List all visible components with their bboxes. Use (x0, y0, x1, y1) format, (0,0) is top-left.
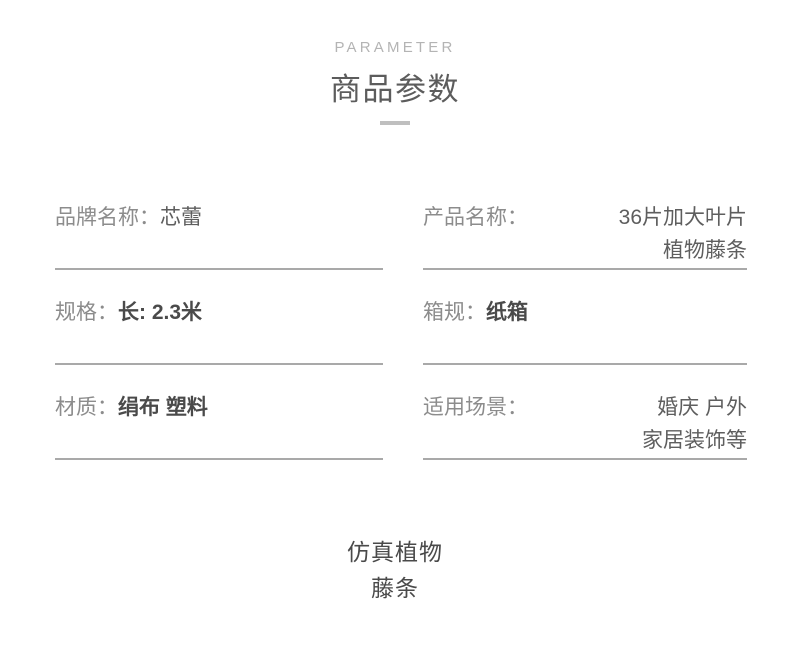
parameter-value-line: 纸箱 (486, 301, 528, 324)
parameter-cell-product-name: 产品名称： 36片加大叶片 植物藤条 (395, 188, 790, 283)
parameter-cell-carton-spec: 箱规： 纸箱 (395, 283, 790, 378)
parameter-row: 箱规： 纸箱 (423, 283, 747, 329)
parameter-value-line: 长: 2.3米 (118, 301, 203, 324)
parameter-value: 纸箱 (486, 296, 528, 329)
parameter-value-line: 婚庆 户外 (657, 396, 747, 419)
parameter-value: 绢布 塑料 (118, 391, 208, 424)
parameter-cell-material: 材质： 绢布 塑料 (0, 378, 395, 473)
parameter-label: 适用场景： (423, 396, 528, 419)
parameter-row: 品牌名称： 芯蕾 (55, 188, 383, 234)
parameter-divider (55, 458, 383, 460)
parameter-row: 适用场景： 婚庆 户外 家居装饰等 (423, 378, 747, 457)
parameter-label: 箱规： (423, 301, 486, 324)
parameter-header: PARAMETER 商品参数 (0, 38, 790, 125)
parameter-value: 婚庆 户外 家居装饰等 (528, 391, 747, 457)
parameter-value: 长: 2.3米 (118, 296, 202, 329)
parameter-divider (423, 363, 747, 365)
title-divider (380, 121, 410, 125)
page-title: 商品参数 (330, 72, 460, 107)
parameter-label: 品牌名称： (55, 206, 160, 229)
parameter-value: 芯蕾 (160, 201, 202, 234)
parameter-divider (55, 268, 383, 270)
parameter-cell-usage-scenario: 适用场景： 婚庆 户外 家居装饰等 (395, 378, 790, 473)
parameter-row: 产品名称： 36片加大叶片 植物藤条 (423, 188, 747, 267)
parameter-label: 材质： (55, 396, 118, 419)
section-eyebrow: PARAMETER (334, 39, 456, 56)
parameter-value-line: 家居装饰等 (642, 429, 747, 452)
parameter-divider (423, 268, 747, 270)
product-caption-line-2: 藤条 (371, 575, 419, 601)
parameter-grid: 品牌名称： 芯蕾 产品名称： 36片加大叶片 植物藤条 规格： (0, 188, 790, 473)
parameter-label: 规格： (55, 301, 118, 324)
parameter-row: 规格： 长: 2.3米 (55, 283, 383, 329)
parameter-value-line: 芯蕾 (160, 206, 202, 229)
parameter-value: 36片加大叶片 植物藤条 (528, 201, 747, 267)
product-caption: 仿真植物 藤条 (0, 534, 790, 606)
product-caption-line-1: 仿真植物 (347, 539, 443, 565)
parameter-cell-brand-name: 品牌名称： 芯蕾 (0, 188, 395, 283)
parameter-value-line: 植物藤条 (663, 239, 747, 262)
parameter-cell-specification: 规格： 长: 2.3米 (0, 283, 395, 378)
parameter-label: 产品名称： (423, 206, 528, 229)
parameter-divider (55, 363, 383, 365)
parameter-value-line: 绢布 塑料 (118, 396, 208, 419)
parameter-row: 材质： 绢布 塑料 (55, 378, 383, 424)
parameter-value-line: 36片加大叶片 (618, 206, 747, 229)
parameter-divider (423, 458, 747, 460)
